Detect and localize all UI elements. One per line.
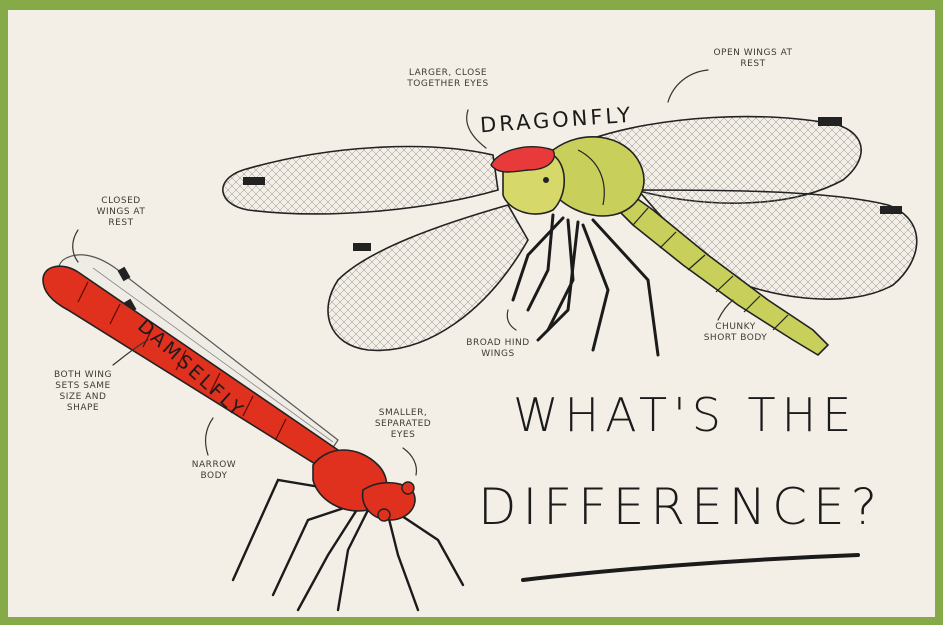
- note-dragonfly-open-wings: OPEN WINGS AT REST: [708, 48, 798, 70]
- dragonfly-legs: [513, 215, 658, 355]
- note-damselfly-closed-wings: CLOSED WINGS AT REST: [86, 196, 156, 229]
- headline-underline: [523, 555, 858, 580]
- headline-line-1: WHAT'S THE: [513, 388, 857, 442]
- note-dragonfly-body: CHUNKY SHORT BODY: [698, 322, 773, 344]
- note-damselfly-eyes: SMALLER, SEPARATED EYES: [363, 408, 443, 441]
- note-damselfly-body: NARROW BODY: [188, 460, 240, 482]
- dragonfly-illustration: [223, 117, 917, 355]
- dragonfly-left-hindwing: [328, 205, 528, 350]
- note-dragonfly-eyes: LARGER, CLOSE TOGETHER EYES: [393, 68, 503, 90]
- headline-line-2: DIFFERENCE?: [478, 478, 883, 536]
- note-damselfly-wing-sets: BOTH WING SETS SAME SIZE AND SHAPE: [44, 370, 122, 414]
- note-dragonfly-hind-wings: BROAD HIND WINGS: [463, 338, 533, 360]
- illustration-paper: DRAGONFLY DAMSELFLY LARGER, CLOSE TOGETH…: [8, 10, 935, 617]
